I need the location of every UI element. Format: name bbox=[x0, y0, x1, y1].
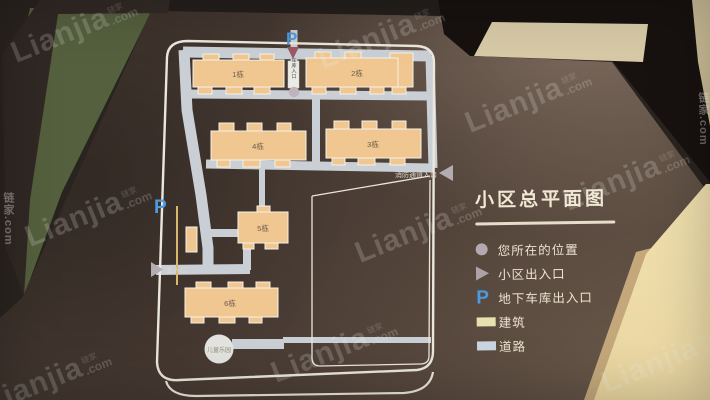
legend-item-building: 建筑 bbox=[476, 311, 687, 330]
garage-ramp-label: 车库入口 bbox=[291, 56, 297, 80]
legend-item-garage: P 地下车库出入口 bbox=[476, 286, 686, 308]
location-dot-icon bbox=[475, 243, 498, 256]
building-2-label: 2栋 bbox=[351, 68, 363, 78]
road-main-entrance bbox=[155, 264, 251, 275]
parking-p-icon: P bbox=[476, 286, 490, 308]
building-1: 1栋 bbox=[192, 53, 285, 95]
parking-marker-left: P bbox=[154, 197, 167, 218]
entrance-triangle-icon bbox=[475, 266, 498, 281]
legend-label: 小区出入口 bbox=[497, 266, 566, 282]
legend-item-location: 您所在的位置 bbox=[475, 239, 686, 258]
building-5: 5栋 bbox=[237, 205, 289, 250]
building-swatch-icon bbox=[476, 316, 499, 326]
legend-item-road: 道路 bbox=[476, 335, 687, 354]
road-swatch-icon bbox=[476, 340, 499, 350]
gatehouse-building bbox=[185, 226, 198, 253]
legend-label: 建筑 bbox=[498, 315, 526, 330]
road-left bbox=[178, 49, 214, 272]
legend-label: 您所在的位置 bbox=[497, 242, 579, 258]
building-3-label: 3栋 bbox=[367, 139, 379, 149]
sign-title: 小区总平面图 bbox=[474, 188, 608, 212]
you-are-here-dot bbox=[288, 86, 300, 98]
main-entrance-label: 主入口 bbox=[166, 266, 187, 275]
fire-lane-entrance-triangle bbox=[439, 165, 453, 181]
fire-lane-entrance-marker: 消防通道入口 bbox=[395, 165, 453, 181]
building-3: 3栋 bbox=[325, 120, 422, 166]
fire-lane-entrance-label: 消防通道入口 bbox=[395, 170, 437, 179]
main-entrance-marker: 主入口 bbox=[151, 262, 187, 277]
building-5-label: 5栋 bbox=[257, 223, 269, 233]
parking-marker-top: P bbox=[286, 29, 297, 48]
map-frame-outer-arc bbox=[164, 371, 435, 398]
buildings: 1栋 2栋 4栋 3栋 bbox=[184, 51, 422, 324]
garage-entrance-arrow bbox=[287, 47, 299, 59]
playground-label: 儿童乐园 bbox=[207, 346, 231, 354]
map-frame bbox=[155, 39, 436, 382]
sign-text-panel: 小区总平面图 您所在的位置 小区出入口 P 地下车库出入口 建筑 道路 bbox=[475, 183, 687, 362]
road-right bbox=[425, 55, 438, 169]
building-6: 6栋 bbox=[184, 281, 279, 324]
main-entrance-triangle bbox=[151, 262, 163, 277]
playground: 儿童乐园 bbox=[204, 334, 234, 364]
legend: 您所在的位置 小区出入口 P 地下车库出入口 建筑 道路 bbox=[475, 239, 688, 354]
garage-ramp-label-box: 车库入口 bbox=[287, 56, 300, 89]
boundary-lines bbox=[155, 39, 436, 398]
building-2: 2栋 bbox=[305, 51, 414, 95]
playground-circle bbox=[204, 334, 234, 364]
legend-label: 地下车库出入口 bbox=[498, 290, 593, 306]
building-4: 4栋 bbox=[210, 122, 307, 168]
title-underline bbox=[475, 220, 616, 226]
building-1-label: 1栋 bbox=[232, 69, 244, 79]
building-6-label: 6栋 bbox=[224, 298, 236, 308]
parcel-boundary bbox=[311, 175, 431, 367]
building-4-label: 4栋 bbox=[252, 141, 264, 151]
legend-item-entrance: 小区出入口 bbox=[475, 263, 686, 282]
legend-label: 道路 bbox=[498, 339, 527, 354]
